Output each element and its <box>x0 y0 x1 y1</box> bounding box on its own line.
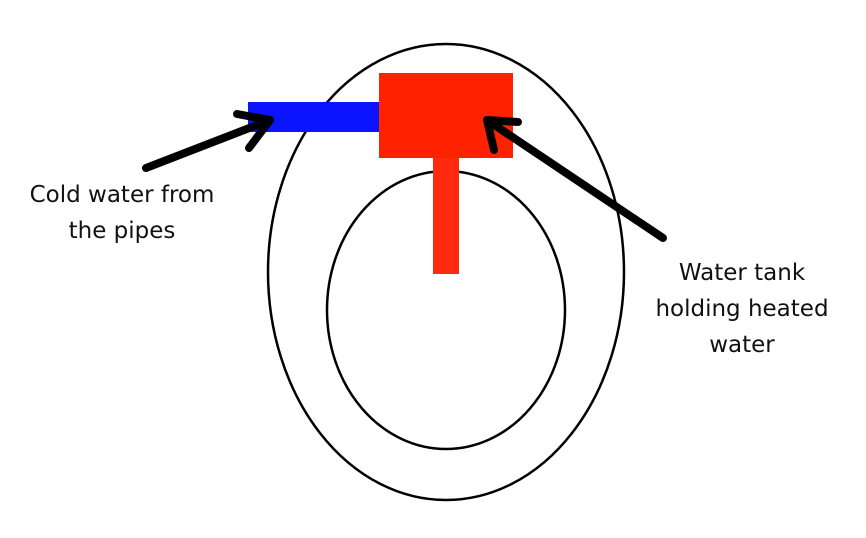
water-tank-label: Water tank holding heated water <box>632 255 852 363</box>
water-tank-label-line3: water <box>709 332 775 358</box>
cold-water-arrow <box>142 110 274 172</box>
water-tank-arrow <box>483 116 667 242</box>
cold-water-label-line2: the pipes <box>68 218 176 244</box>
hot-water-outlet-pipe <box>433 158 459 274</box>
cold-water-label: Cold water from the pipes <box>8 177 236 249</box>
outer-ellipse <box>266 42 626 502</box>
water-tank-label-line1: Water tank <box>678 260 806 286</box>
cold-water-label-line1: Cold water from <box>29 182 215 208</box>
water-tank-label-line2: holding heated <box>655 296 829 322</box>
